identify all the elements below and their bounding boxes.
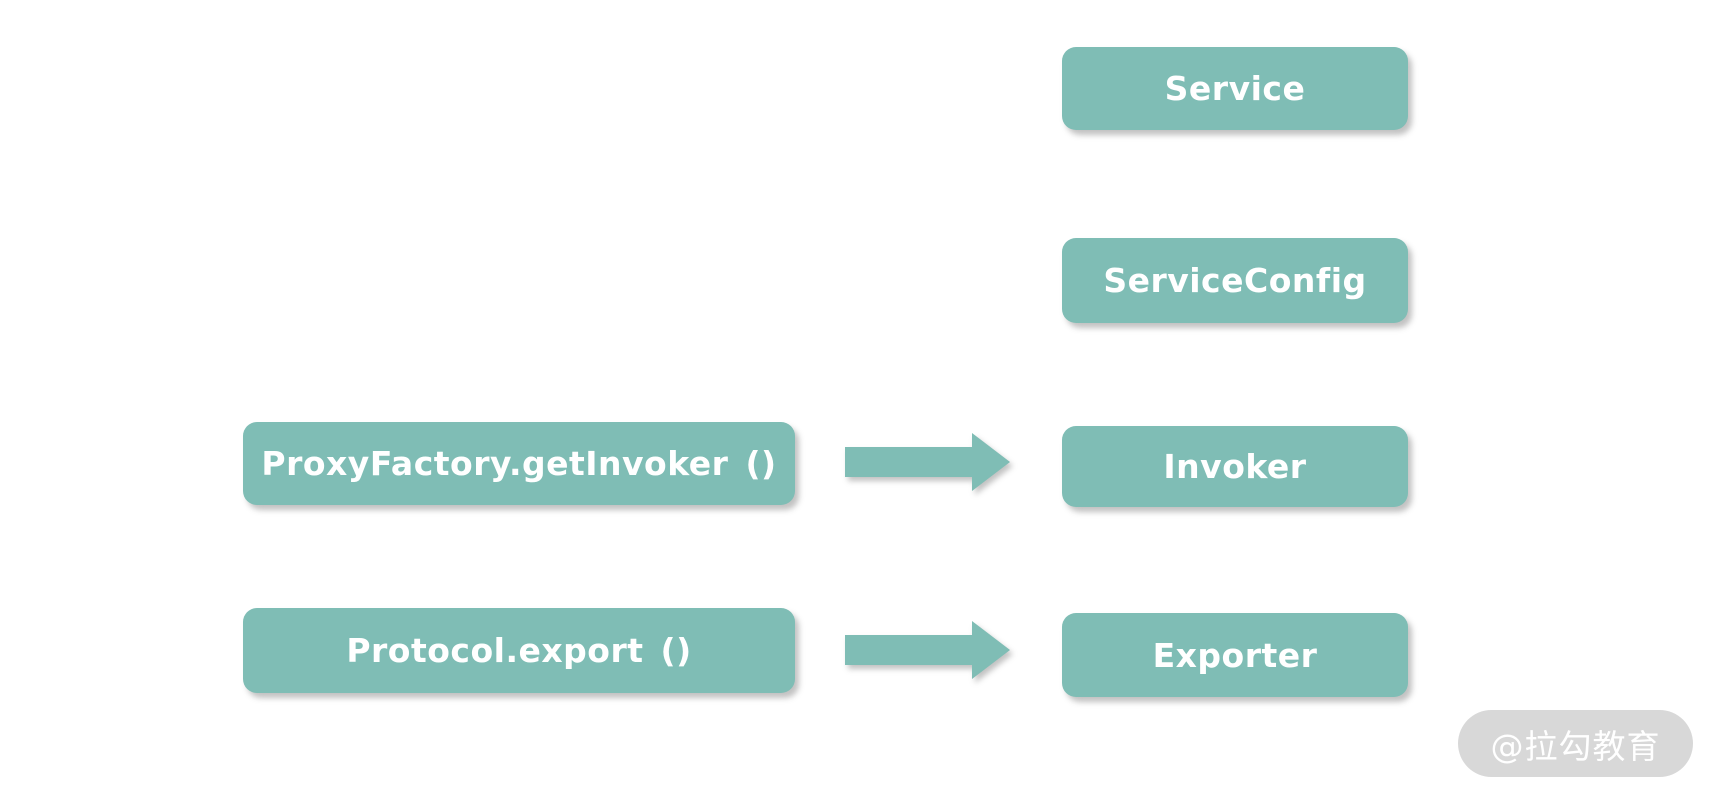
node-service-config: ServiceConfig xyxy=(1062,238,1408,323)
node-proxy-factory-get-invoker: ProxyFactory.getInvoker () xyxy=(243,422,795,505)
node-invoker: Invoker xyxy=(1062,426,1408,507)
arrow-right-icon-proxy-factory-to-invoker xyxy=(845,433,1010,491)
arrow-right-icon-protocol-to-exporter xyxy=(845,621,1010,679)
node-service: Service xyxy=(1062,47,1408,130)
node-protocol-export: Protocol.export () xyxy=(243,608,795,693)
watermark-badge: @拉勾教育 xyxy=(1458,710,1693,777)
node-exporter: Exporter xyxy=(1062,613,1408,697)
